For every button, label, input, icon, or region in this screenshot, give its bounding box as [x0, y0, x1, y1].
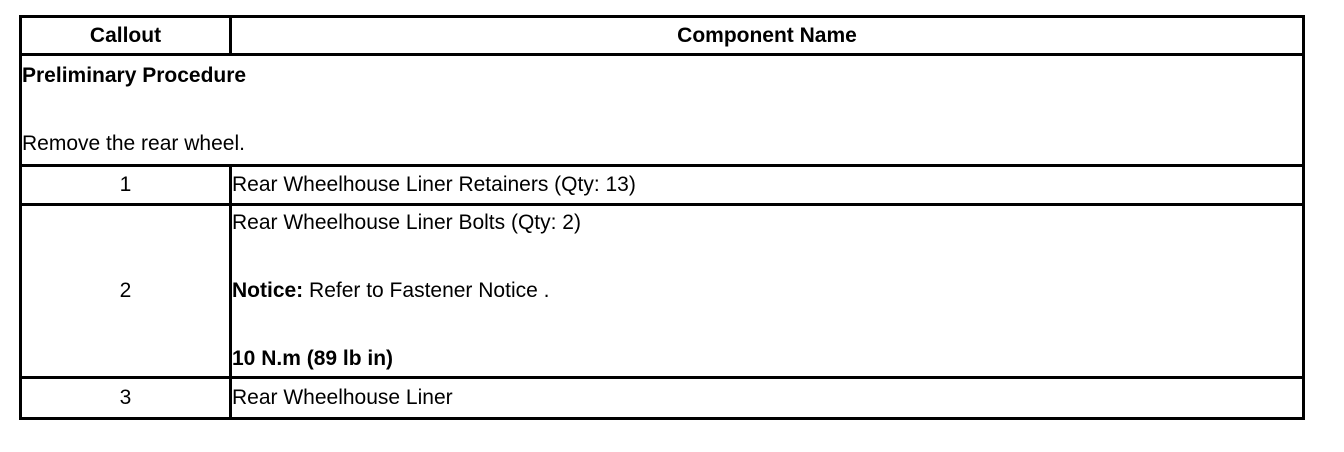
component-name: Rear Wheelhouse Liner Bolts (Qty: 2): [232, 211, 581, 234]
preliminary-spacer: [22, 88, 1302, 132]
preliminary-row: Preliminary Procedure Remove the rear wh…: [19, 53, 1305, 167]
component-name-cell: Rear Wheelhouse Liner: [229, 376, 1305, 420]
preliminary-text: Remove the rear wheel.: [22, 132, 245, 155]
header-row: Callout Component Name: [19, 15, 1305, 56]
preliminary-cell: Preliminary Procedure Remove the rear wh…: [19, 53, 1305, 167]
header-component-name: Component Name: [229, 15, 1305, 56]
component-name-cell: Rear Wheelhouse Liner Bolts (Qty: 2) Not…: [229, 203, 1305, 379]
spacer: [232, 235, 1302, 279]
torque-spec: 10 N.m (89 lb in): [232, 347, 394, 370]
notice-label: Notice:: [232, 279, 304, 302]
component-name-cell: Rear Wheelhouse Liner Retainers (Qty: 13…: [229, 164, 1305, 206]
callout-cell: 1: [19, 164, 232, 206]
header-callout: Callout: [19, 15, 232, 56]
spacer: [232, 303, 1302, 347]
preliminary-title: Preliminary Procedure: [22, 64, 247, 87]
table-row: 1 Rear Wheelhouse Liner Retainers (Qty: …: [19, 164, 1305, 206]
callout-cell: 2: [19, 203, 232, 379]
table-row: 3 Rear Wheelhouse Liner: [19, 376, 1305, 420]
table-row: 2 Rear Wheelhouse Liner Bolts (Qty: 2) N…: [19, 203, 1305, 379]
notice-line: Notice: Refer to Fastener Notice .: [232, 279, 1302, 303]
notice-text: Refer to Fastener Notice .: [303, 279, 550, 302]
callout-cell: 3: [19, 376, 232, 420]
procedure-table: Callout Component Name Preliminary Proce…: [19, 15, 1305, 420]
